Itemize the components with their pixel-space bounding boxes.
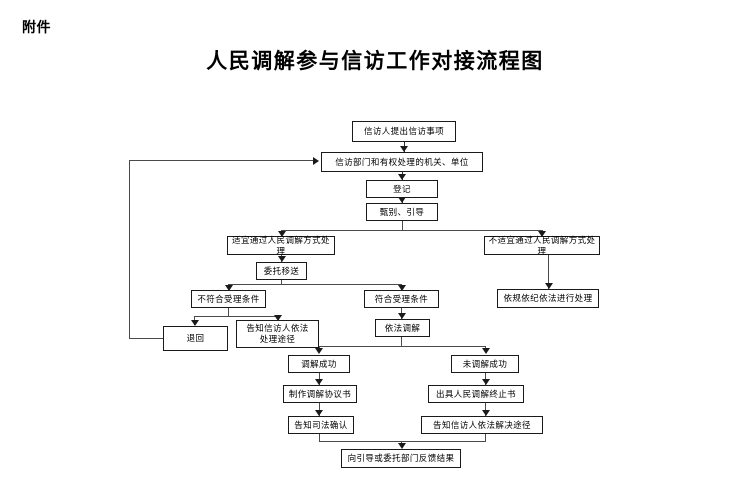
- arrowhead-n15-n17: [481, 379, 490, 385]
- arrowhead-n13-n14: [315, 348, 323, 354]
- edge-n9-stem: [228, 308, 230, 316]
- edge-n18-merge-stem: [318, 434, 320, 441]
- arrowhead-n6-n8: [544, 283, 553, 289]
- node-inform-legal-channels-line1: 告知信访人依法处理途径: [246, 323, 309, 344]
- node-handle-per-regulations[interactable]: 依规依纪依法进行处理: [497, 289, 599, 308]
- arrowhead-n9-n12: [274, 315, 282, 321]
- arrowhead-n9-n11: [190, 320, 199, 326]
- node-petitioner-submits[interactable]: 信访人提出信访事项: [352, 121, 456, 142]
- arrowhead-n5-n7: [277, 256, 286, 262]
- node-lawful-mediation[interactable]: 依法调解: [375, 319, 430, 337]
- arrowhead-n7-n9: [224, 285, 233, 291]
- arrowhead-n14-n16: [315, 379, 323, 385]
- arrowhead-n3-n4: [398, 197, 406, 203]
- node-issue-termination[interactable]: 出具人民调解终止书: [428, 385, 524, 403]
- arrowhead-n10-n13: [397, 313, 406, 319]
- edge-n4-bus: [281, 229, 542, 231]
- arrowhead-n16-n18: [315, 410, 323, 416]
- arrowhead-n1-n2: [400, 146, 408, 152]
- node-mediation-success[interactable]: 调解成功: [288, 355, 350, 373]
- page-title: 人民调解参与信访工作对接流程图: [206, 49, 544, 73]
- arrowhead-n13-n15: [481, 348, 490, 354]
- node-return[interactable]: 退回: [163, 326, 228, 351]
- node-inform-lawful-resolution[interactable]: 告知信访人依法解决途径: [421, 416, 543, 434]
- arrowhead-merge-n20: [397, 443, 406, 449]
- edge-n4-stem: [401, 221, 403, 230]
- edge-n13-stem: [401, 337, 403, 346]
- node-petition-dept-agency[interactable]: 信访部门和有权处理的机关、单位: [321, 152, 483, 172]
- arrowhead-n4-n6: [538, 231, 546, 237]
- node-unsuitable-mediation[interactable]: 不适宜通过人民调解方式处理: [484, 235, 600, 256]
- edge-feedback-top: [129, 160, 314, 162]
- node-mediation-failed[interactable]: 未调解成功: [451, 355, 519, 373]
- node-draft-agreement[interactable]: 制作调解协议书: [283, 385, 357, 403]
- arrowhead-n4-n5: [277, 231, 286, 237]
- node-not-meet-criteria[interactable]: 不符合受理条件: [191, 290, 266, 308]
- node-registration[interactable]: 登记: [366, 180, 438, 198]
- node-entrust-transfer[interactable]: 委托移送: [256, 262, 307, 280]
- node-meets-criteria[interactable]: 符合受理条件: [364, 290, 439, 308]
- arrowhead-n7-n10: [397, 285, 406, 291]
- node-inform-judicial-confirm[interactable]: 告知司法确认: [288, 416, 354, 434]
- edge-n13-bus: [318, 345, 486, 347]
- edge-n9-bus: [194, 315, 278, 317]
- edge-n19-merge-stem: [485, 434, 487, 441]
- edge-n7-bus: [228, 283, 402, 285]
- node-inform-legal-channels[interactable]: 告知信访人依法处理途径: [236, 320, 319, 348]
- edge-n7-stem: [281, 280, 283, 284]
- node-suitable-mediation[interactable]: 适宜通过人民调解方式处理: [227, 235, 335, 256]
- node-screening-guidance[interactable]: 甄别、引导: [366, 203, 438, 221]
- arrowhead-n2-n3: [398, 174, 406, 180]
- edge-feedback-bottom: [129, 337, 164, 339]
- arrowhead-n17-n19: [481, 410, 490, 416]
- arrowhead-feedback-n2: [313, 156, 319, 165]
- edge-n6-n8: [548, 255, 550, 290]
- node-feedback-result[interactable]: 向引导或委托部门反馈结果: [341, 449, 461, 468]
- attachment-label: 附件: [22, 21, 51, 36]
- edge-feedback-riser: [129, 160, 131, 338]
